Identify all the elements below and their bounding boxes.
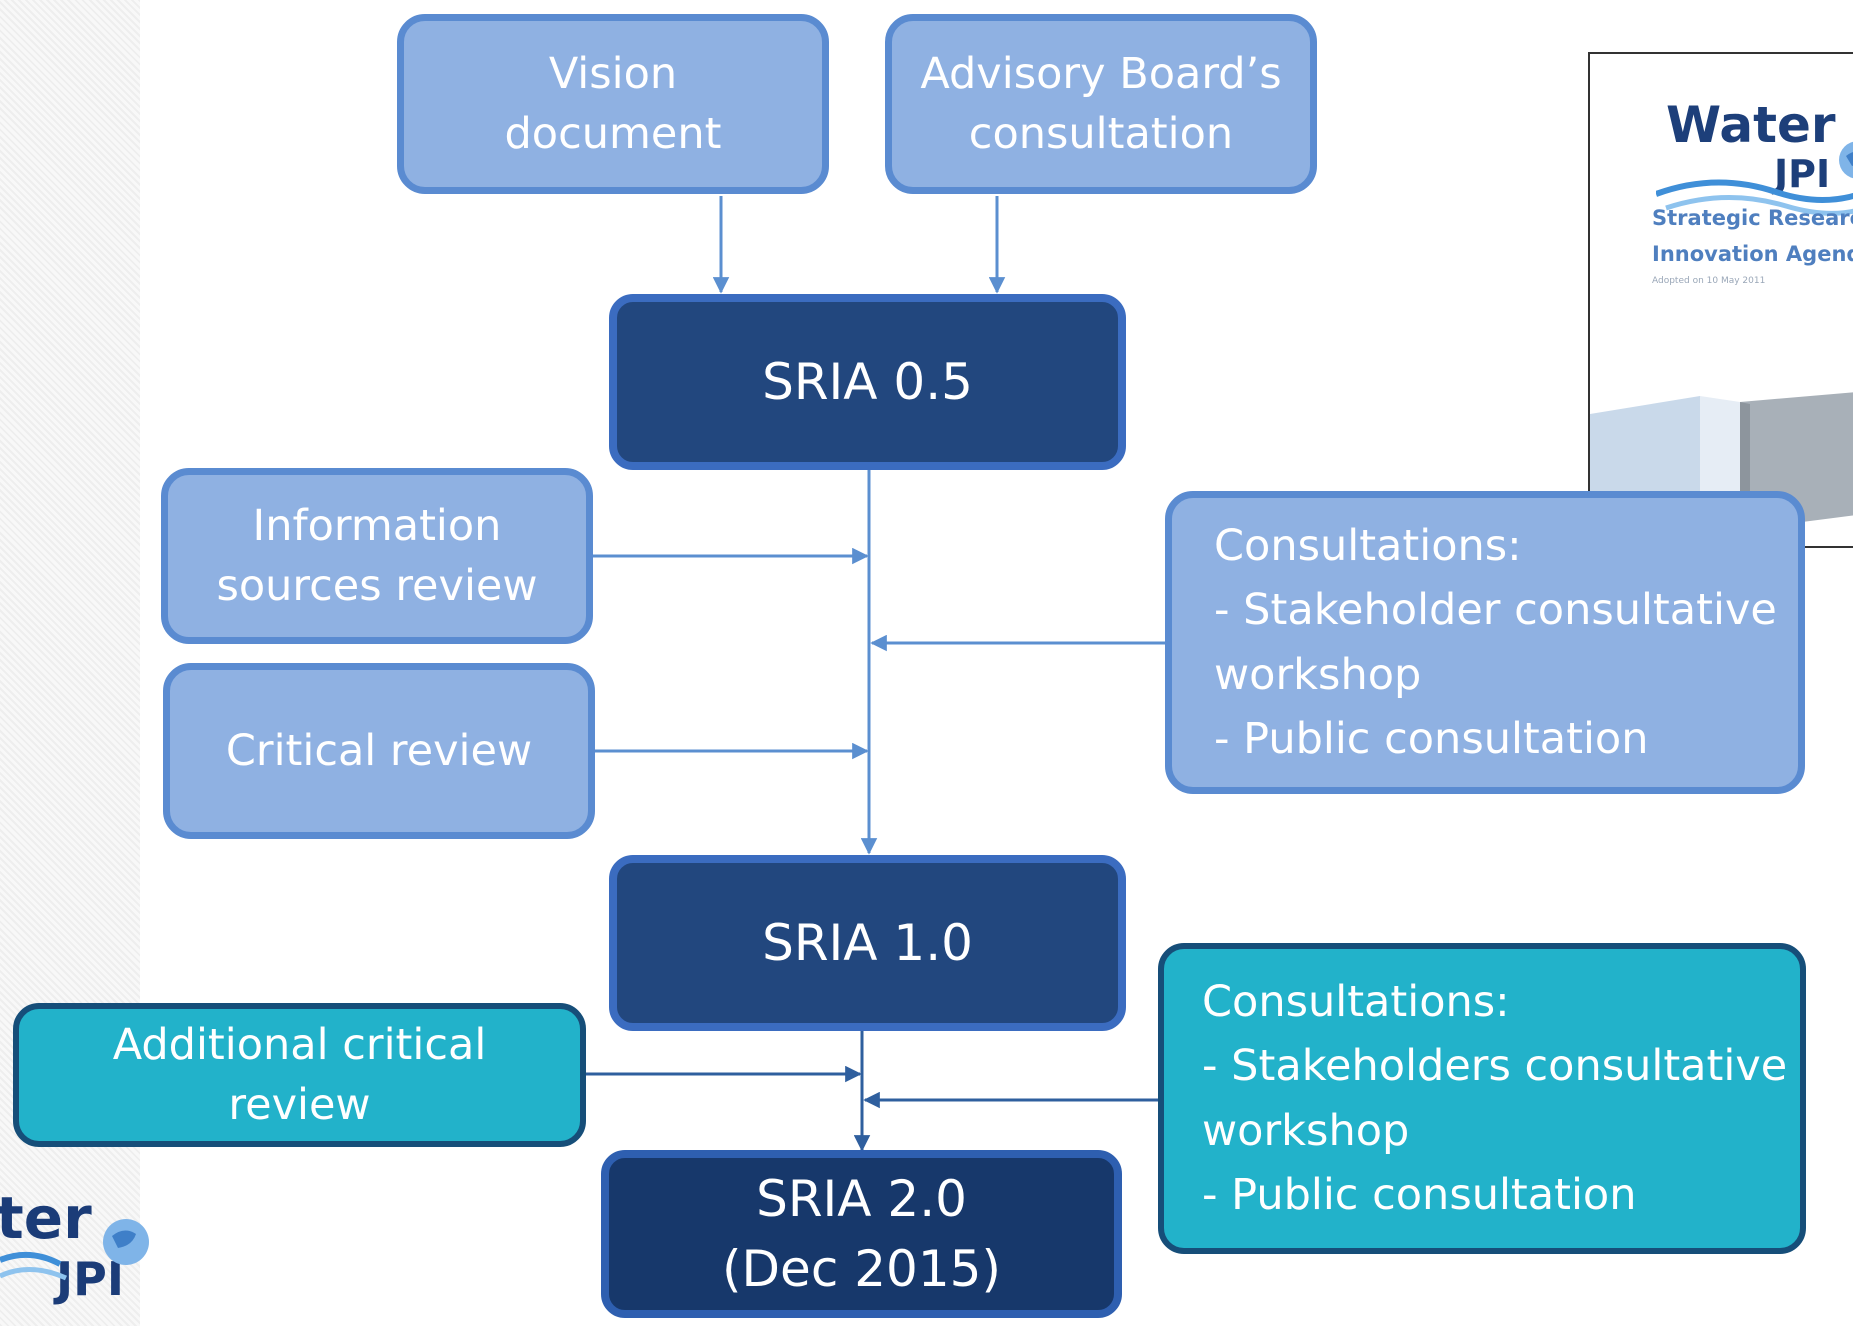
advisory-board-box: Advisory Board’s consultation bbox=[885, 14, 1317, 194]
cover-title-line-2: Innovation Agenda bbox=[1652, 242, 1853, 266]
consultations-box-1: Consultations: - Stakeholder consultativ… bbox=[1165, 491, 1805, 794]
consultations-box-2: Consultations: - Stakeholders consultati… bbox=[1158, 943, 1806, 1254]
sria-20-box: SRIA 2.0 (Dec 2015) bbox=[601, 1150, 1122, 1318]
sria-05-box: SRIA 0.5 bbox=[609, 294, 1126, 470]
critical-review-box: Critical review bbox=[163, 663, 595, 839]
sria-document-cover: Water JPI Strategic Research Innovation … bbox=[1588, 52, 1853, 548]
water-jpi-corner-logo: ter JPI bbox=[0, 1178, 160, 1326]
sria-10-box: SRIA 1.0 bbox=[609, 855, 1126, 1031]
cover-adopted-date: Adopted on 10 May 2011 bbox=[1652, 276, 1766, 286]
vision-document-box: Vision document bbox=[397, 14, 829, 194]
information-sources-review-box: Information sources review bbox=[161, 468, 593, 644]
additional-critical-review-box: Additional critical review bbox=[13, 1003, 586, 1147]
cover-title-line-1: Strategic Research bbox=[1652, 206, 1853, 230]
